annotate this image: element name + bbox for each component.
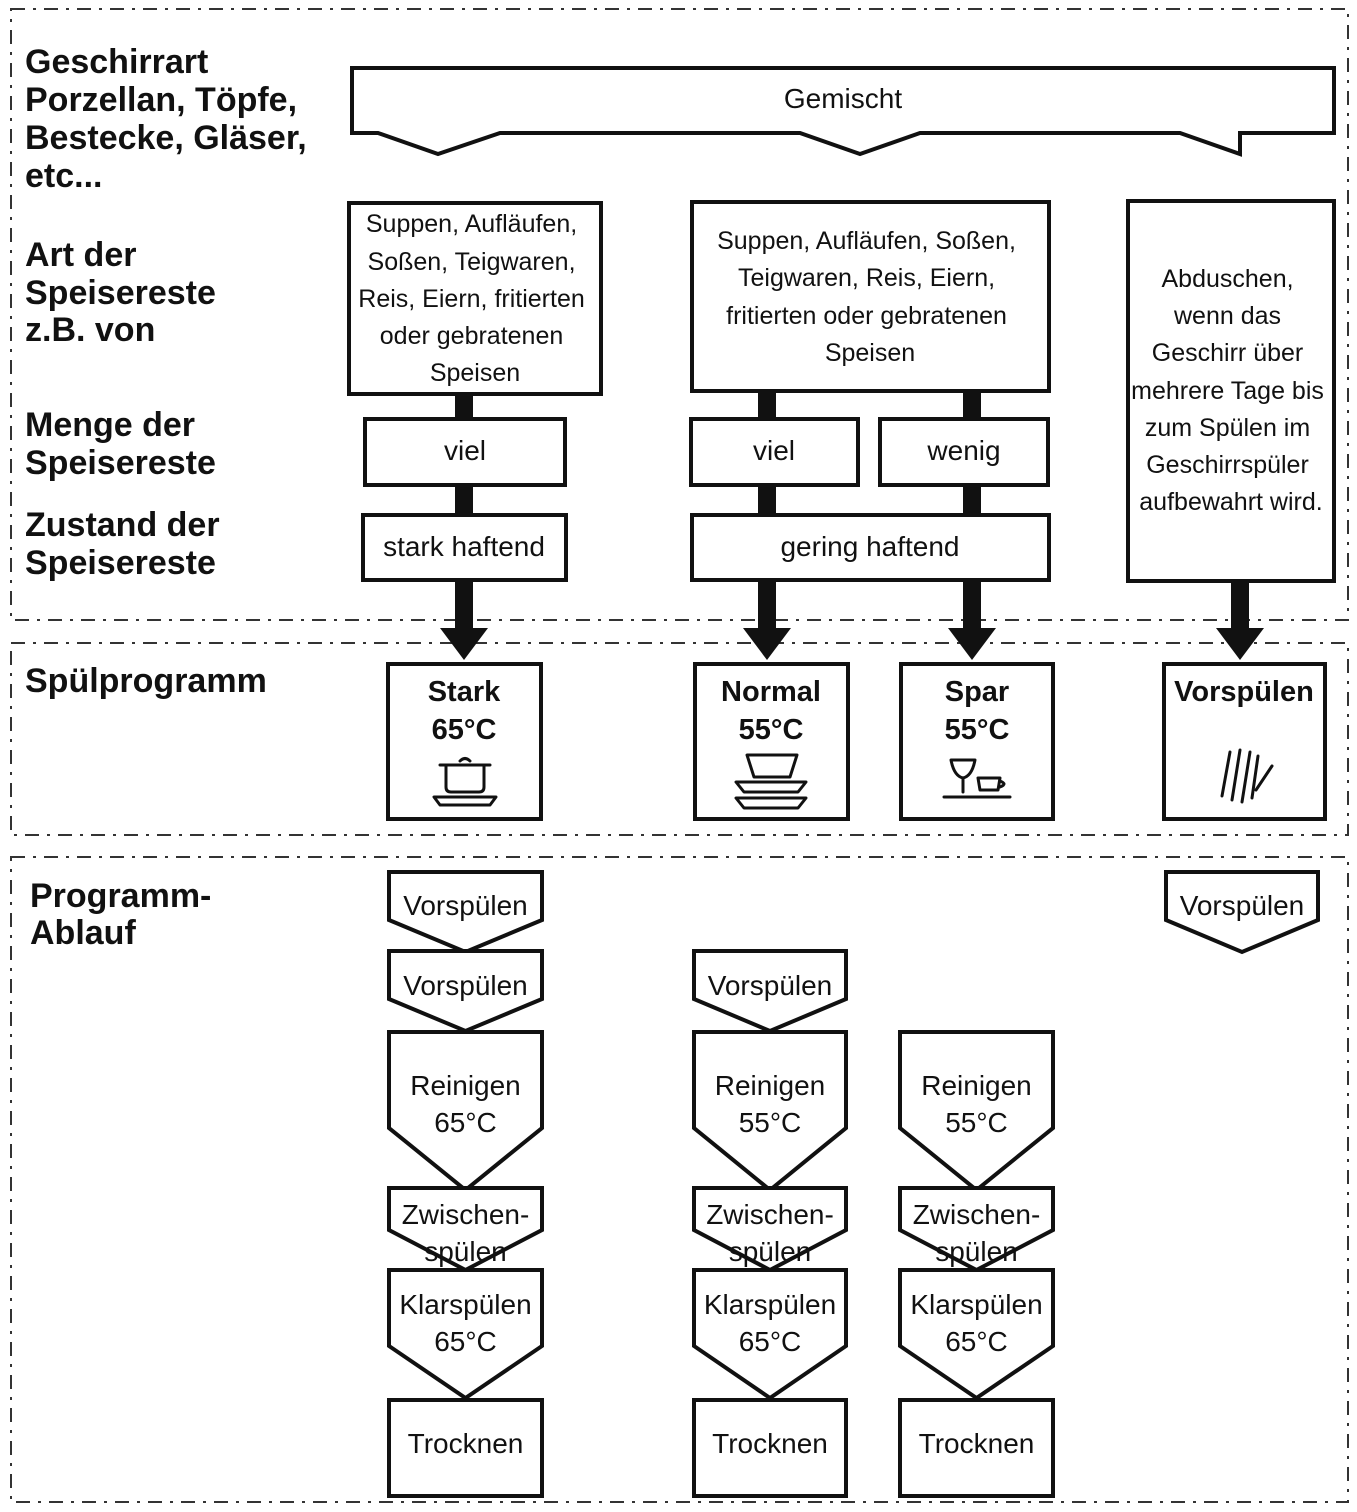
program-box-stark: Stark 65°C (386, 662, 543, 821)
svg-text:Suppen, Aufläufen, Soßen,: Suppen, Aufläufen, Soßen, Teigwaren, Rei… (717, 227, 1023, 367)
section-frame-program (10, 642, 1349, 836)
arrow-down-icon (743, 628, 791, 660)
step-stark-2: Vorspülen (387, 949, 544, 1034)
arrow-down-icon (440, 628, 488, 660)
section-frame-sequence (10, 856, 1349, 1503)
step-stark-1: Vorspülen (387, 870, 544, 955)
step-spar-2: Zwischen-spülen (898, 1186, 1055, 1273)
svg-text:Vorspülen: Vorspülen (403, 890, 528, 921)
svg-text:55°C: 55°C (945, 714, 1010, 746)
svg-text:65°C: 65°C (432, 714, 497, 746)
svg-text:Trocknen: Trocknen (712, 1428, 828, 1459)
menge-box-wenig: wenig (878, 417, 1050, 487)
label-geschirrart: Geschirrart Porzellan, Töpfe, Bestecke, … (25, 43, 316, 195)
program-box-vorspuelen: Vorspülen (1162, 662, 1327, 821)
svg-text:wenig: wenig (926, 435, 1000, 466)
label-menge-der-speisereste: Menge der Speisereste (25, 406, 216, 482)
menge-box-viel-stark: viel (363, 417, 567, 487)
label-art-der-speisereste: Art der Speisereste z.B. von (25, 236, 225, 349)
step-stark-6: Trocknen (387, 1398, 544, 1498)
svg-text:gering haftend: gering haftend (780, 531, 959, 562)
pot-icon (432, 757, 498, 807)
zustand-box-stark-haftend: stark haftend (361, 513, 568, 582)
arrow-down-icon (948, 628, 996, 660)
svg-text:Normal: Normal (721, 676, 821, 708)
svg-text:Abduschen, wenn das: Abduschen, wenn das Geschirr über mehrer… (1131, 265, 1331, 516)
connectors (440, 391, 1264, 660)
svg-text:Vorspülen: Vorspülen (403, 970, 528, 1001)
svg-text:Suppen, Aufläufen, Soßen: Suppen, Aufläufen, Soßen, Teigwaren, Rei… (358, 210, 591, 387)
svg-text:Zwischen-spülen: Zwischen-spülen (706, 1199, 834, 1267)
step-normal-1: Vorspülen (692, 949, 848, 1034)
svg-text:Trocknen: Trocknen (408, 1428, 524, 1459)
svg-text:viel: viel (753, 435, 795, 466)
zustand-box-gering-haftend: gering haftend (690, 513, 1051, 582)
svg-text:55°C: 55°C (739, 714, 804, 746)
svg-text:Trocknen: Trocknen (919, 1428, 1035, 1459)
program-box-normal: Normal 55°C (693, 662, 850, 821)
section-frames (10, 8, 1349, 1503)
art-box-normal-spar: Suppen, Aufläufen, Soßen, Teigwaren, Rei… (690, 200, 1051, 393)
svg-text:viel: viel (444, 435, 486, 466)
label-spuelprogramm: Spülprogramm (25, 662, 267, 700)
svg-text:Vorspülen: Vorspülen (1174, 676, 1314, 708)
program-box-spar: Spar 55°C (899, 662, 1055, 821)
menge-box-viel-normal: viel (689, 417, 860, 487)
step-stark-4: Zwischen-spülen (387, 1186, 544, 1273)
row-labels: Geschirrart Porzellan, Töpfe, Bestecke, … (25, 43, 316, 952)
svg-text:stark haftend: stark haftend (383, 531, 545, 562)
shower-icon (1220, 748, 1274, 804)
svg-text:Vorspülen: Vorspülen (1180, 890, 1305, 921)
label-zustand-der-speisereste: Zustand der Speisereste (25, 506, 229, 582)
art-box-vorspuelen: Abduschen, wenn das Geschirr über mehrer… (1126, 199, 1336, 583)
sequence-column-vorspuelen: Vorspülen (1164, 870, 1320, 955)
svg-text:Stark: Stark (428, 676, 501, 708)
svg-text:Zwischen-spülen: Zwischen-spülen (402, 1199, 530, 1267)
arrow-down-icon (1216, 628, 1264, 660)
art-box-stark: Suppen, Aufläufen, Soßen, Teigwaren, Rei… (347, 201, 603, 396)
label-programm-ablauf: Programm- Ablauf (30, 877, 221, 952)
dishes-icon (734, 753, 808, 810)
step-spar-4: Trocknen (898, 1398, 1055, 1498)
svg-text:Vorspülen: Vorspülen (708, 970, 833, 1001)
header-banner: Gemischt (350, 66, 1336, 157)
glass-cup-icon (942, 758, 1012, 799)
header-label: Gemischt (784, 83, 902, 114)
step-normal-5: Trocknen (692, 1398, 848, 1498)
step-vorspuelen-1: Vorspülen (1164, 870, 1320, 955)
section-frame-selection (10, 8, 1349, 621)
step-normal-3: Zwischen-spülen (692, 1186, 848, 1273)
svg-text:Spar: Spar (945, 676, 1009, 708)
svg-text:Zwischen-spülen: Zwischen-spülen (913, 1199, 1041, 1267)
